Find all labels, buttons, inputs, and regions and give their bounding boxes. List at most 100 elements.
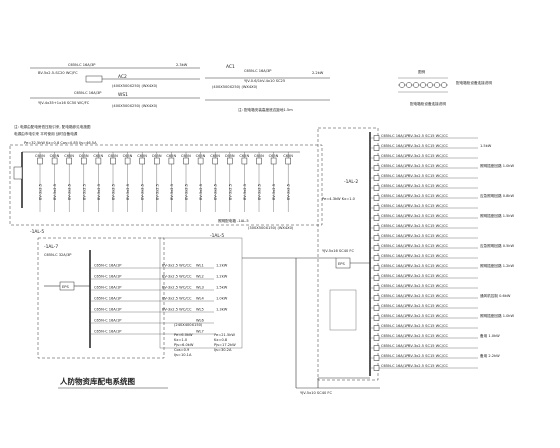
al2-row-breaker [373, 295, 380, 301]
al2-row-cable-label: BV-3x2.5 SC15 WC/CC [408, 164, 448, 168]
eps-1-label: EPS [62, 285, 69, 289]
al2-row-breaker [373, 225, 380, 231]
al7-load-power: 1.3kW [216, 308, 228, 312]
al2-row-cable-label: BV-3x2.5 SC15 WC/CC [408, 154, 448, 158]
ac1-size: (400X500X250) (WX4X0) [212, 85, 258, 89]
legend-title: 图例 [418, 69, 426, 74]
al7-load-power: 1.0kW [216, 297, 228, 301]
al2-row-breaker [373, 235, 380, 241]
c1-power-label: 2.3kW [176, 63, 188, 67]
al2-row-breaker-label: C65N-C 16A/1P [381, 314, 409, 318]
legend-symbol-icon [434, 82, 440, 88]
panel-1al7-label: -1AL-7 [44, 244, 58, 250]
al5-circuit-breaker [81, 157, 87, 165]
al5-circuit-breaker [183, 157, 189, 165]
al7-calc-right-line: Kx=0.8 [214, 338, 228, 342]
al5-circuit-breaker [110, 157, 116, 165]
al5-circuit-breaker-label: C65N [283, 154, 293, 158]
al5-circuit-cable: BV-3x2.5 [82, 184, 86, 200]
al5-circuit-cable: BV-3x2.5 [199, 184, 203, 200]
al2-row-breaker-label: C65N-C 16A/1P [381, 294, 409, 298]
al2-row-annotation: 通风机控制 0.6kW [480, 293, 511, 298]
al2-row-breaker-label: C65N-C 16A/1P [381, 354, 409, 358]
al2-row-cable-label: BV-3x2.5 SC15 WC/CC [408, 194, 448, 198]
panel-1al7-sub-label: -1AL-5 [210, 233, 224, 239]
panel-1al5-circuits: BV-3x2.5 C65N BV-3x2.5 C65N BV-3x2.5 C65N BV-3… [35, 152, 293, 212]
ac2-box [85, 75, 103, 83]
top-mid-feeder: AC1 (400X500X250) (WX4X0) C65N-C 16A/3P … [205, 64, 330, 112]
al2-row-breaker [373, 365, 380, 371]
al5-circuit-breaker [51, 157, 58, 165]
al7-load-breaker: C65N-C 16A/1P [94, 297, 122, 301]
al7-load-circuit: WL1 [196, 264, 204, 268]
top-left-feeders: C65N-C 16A/3P BV-5x2.5-SC20 WC/FC 2.3kW … [14, 63, 200, 136]
al2-row-breaker [373, 315, 380, 321]
al7-load-circuit: WL5 [196, 308, 204, 312]
al2-row-annotation: 照明插座回路 1.5kW [480, 213, 515, 218]
al2-row-breaker-label: C65N-C 16A/1P [381, 134, 409, 138]
al5-circuit-breaker-label: C65N [108, 154, 118, 158]
al2-row-breaker [373, 285, 380, 291]
al5-circuit-breaker [241, 157, 248, 165]
al5-circuit-cable: BV-3x2.5 [155, 184, 159, 200]
panel-1al2: -1AL-2 Pe=4.3kW Kx=1.0 EPS YJV-5x16 SC40… [296, 127, 515, 395]
panel-1al5-caption: 照明配电箱 -1AL-5 [218, 218, 249, 223]
al2-row-cable-label: BV-3x2.5 SC15 WC/CC [408, 204, 448, 208]
panel-1al2-controller [329, 289, 357, 331]
al7-load-power: 1.5kW [216, 286, 228, 290]
top-left-note-2: 电源由市电引来 平时使用 战时自备电源 [14, 131, 78, 136]
al7-load-breaker: C65N-C 16A/1P [94, 308, 122, 312]
al5-circuit-cable: BV-3x2.5 [287, 184, 291, 200]
al2-row-breaker [373, 275, 380, 281]
panel-1al2-calc: Pe=4.3kW Kx=1.0 [322, 197, 356, 201]
ac1-note: 注: 配电箱安装高度底边距地1.5m [238, 107, 293, 112]
al5-circuit-breaker-label: C65N [196, 154, 206, 158]
legend-symbols [399, 82, 447, 88]
al2-row-cable-label: BV-3x2.5 SC15 WC/CC [408, 304, 448, 308]
al5-circuit-breaker [124, 157, 131, 165]
al5-circuit-breaker [212, 157, 218, 165]
al7-load-power: 1.2kW [216, 264, 228, 268]
al2-row-breaker [373, 355, 380, 361]
al2-row-breaker-label: C65N-C 16A/1P [381, 274, 409, 278]
c1-cable-label: BV-5x2.5-SC20 WC/FC [38, 71, 78, 75]
al2-row-breaker-label: C65N-C 16A/1P [381, 254, 409, 258]
al5-circuit-breaker [285, 157, 291, 165]
al5-circuit-cable: BV-3x2.5 [39, 184, 43, 200]
panel-1al2-bottom-cable: YJV-5x10 SC40 FC [300, 391, 333, 395]
al2-row-cable-label: BV-3x2.5 SC15 WC/CC [408, 134, 448, 138]
al2-row-breaker-label: C65N-C 16A/1P [381, 234, 409, 238]
panel-1al5: Pe=32.5kW Kx=0.8 Cos=0.85 Ijs=46.5A BV-3… [9, 141, 323, 235]
al2-row-cable-label: BV-3x2.5 SC15 WC/CC [408, 144, 448, 148]
legend-symbol-icon [427, 82, 433, 88]
al5-circuit-cable: BV-3x2.5 [170, 184, 174, 200]
al2-row-breaker [373, 205, 380, 211]
panel-1al7-loads: C65N-C 16A/1P BV-3x2.5 WC/CC WL1 1.2kW C65N-… [90, 264, 228, 335]
al2-row-cable-label: BV-3x2.5 SC15 WC/CC [408, 294, 448, 298]
al2-row-annotation: 照明插座回路 1.0kW [480, 313, 515, 318]
al2-row-annotation: 应急照明回路 0.8kW [480, 193, 515, 198]
ac1-label: AC1 [226, 64, 235, 70]
al5-circuit-cable: BV-3x2.5 [258, 184, 262, 200]
ac1-breaker: C65N-C 16A/3P [244, 69, 272, 73]
al7-load-cable: BV-3x2.5 WC/CC [162, 286, 192, 290]
al7-load-breaker: C65N-C 16A/1P [94, 319, 122, 323]
ac1-cable: YJV-0.6/1kV-4x10 SC25 [244, 79, 285, 83]
al7-load-cable: BV-3x2.5 WC/CC [162, 308, 192, 312]
panel-1al5-size: (300X500X150) (WX4X0) [248, 226, 294, 230]
al2-row-cable-label: BV-3x2.5 SC15 WC/CC [408, 244, 448, 248]
al5-circuit-cable: BV-3x2.5 [272, 184, 276, 200]
al5-circuit-breaker [154, 157, 160, 165]
al2-row-breaker-label: C65N-C 16A/1P [381, 144, 409, 148]
al2-row-breaker-label: C65N-C 16A/1P [381, 184, 409, 188]
ac2-size: (400X500X250) (WX4X0) [112, 84, 158, 88]
al2-row-breaker [373, 185, 380, 191]
al7-calc-right-line: Pjs=17.2kW [214, 343, 236, 347]
al5-circuit-breaker-label: C65N [64, 154, 74, 158]
al2-row-breaker-label: C65N-C 16A/1P [381, 174, 409, 178]
al7-load-cable: BV-3x2.5 WC/CC [162, 264, 192, 268]
al5-circuit-cable: BV-3x2.5 [185, 184, 189, 200]
